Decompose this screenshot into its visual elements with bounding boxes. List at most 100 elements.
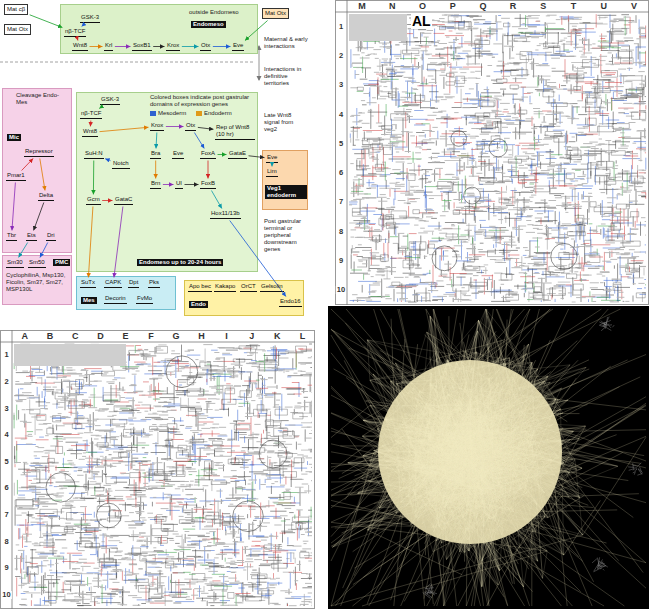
row-number: 6 bbox=[3, 484, 9, 492]
gene-symbol: Kakapo bbox=[214, 283, 236, 292]
column-letter: M bbox=[357, 1, 367, 11]
gene-name: Eve bbox=[173, 150, 183, 157]
column-letter: F bbox=[147, 331, 155, 341]
gene-symbol: Krl bbox=[104, 42, 113, 51]
row-number: 9 bbox=[3, 564, 9, 572]
annotation: Maternal & early interactions bbox=[264, 36, 310, 50]
annotation: Late Wnt8 signal from veg2 bbox=[264, 112, 308, 133]
gene-symbol: Ets bbox=[26, 232, 37, 241]
territory-region: MicRepressorPmar1DeltaTbrEtsDri bbox=[2, 88, 72, 253]
gene-symbol: Otx bbox=[200, 42, 211, 51]
gene-name: Rep of Wnt8 (10 hr) bbox=[216, 124, 254, 138]
gene-symbol: Lim bbox=[266, 168, 278, 177]
maternal-input-box: Mat cβ bbox=[4, 4, 28, 15]
gene-name: nβ-TCF bbox=[65, 28, 85, 35]
regulatory-link bbox=[163, 184, 174, 185]
row-number: 8 bbox=[338, 228, 344, 236]
gene-name: GataE bbox=[229, 150, 246, 157]
gene-symbol: FoxB bbox=[200, 180, 216, 189]
column-letter: V bbox=[630, 1, 638, 11]
gene-symbol: Apo bec bbox=[188, 283, 212, 292]
network-cluster bbox=[592, 557, 608, 572]
gene-name: Eve bbox=[233, 42, 243, 49]
column-letter: K bbox=[273, 331, 282, 341]
gene-name: Decorin bbox=[105, 295, 126, 302]
cycle-ring bbox=[46, 473, 75, 502]
regulatory-link bbox=[213, 46, 231, 47]
pathway-map bbox=[335, 0, 649, 305]
gene-symbol: Krox bbox=[166, 42, 180, 51]
gene-symbol: SuH:N bbox=[84, 150, 104, 159]
gene-name: Krox bbox=[167, 42, 179, 49]
territory-region: EndoApo becKakapoOrCTGelsolinEndo16 bbox=[184, 280, 304, 316]
territory-region: Veg1 endodermEveLim bbox=[262, 150, 308, 210]
gene-name: Tbr bbox=[7, 232, 16, 239]
gene-name: Notch bbox=[113, 160, 129, 167]
pathway-lines bbox=[349, 14, 646, 302]
gene-name: Lim bbox=[267, 168, 277, 175]
row-number: 3 bbox=[338, 81, 344, 89]
gene-name: GataC bbox=[115, 196, 132, 203]
territory-region: Endomesooutside EndomesoGSK-3nβ-TCFWnt8K… bbox=[60, 4, 258, 54]
gene-name: CAPK bbox=[105, 279, 121, 286]
pathway-lines bbox=[351, 15, 646, 302]
gene-symbol: Sm30 bbox=[6, 259, 24, 268]
gene-name: Apo bec bbox=[189, 283, 211, 290]
column-letter: A bbox=[20, 331, 29, 341]
legend-item: Endoderm bbox=[196, 110, 232, 117]
maternal-input-box: Mat Otx bbox=[4, 24, 31, 35]
regulatory-link bbox=[155, 161, 156, 179]
network-spikes bbox=[331, 309, 646, 606]
region-title: Endomeso bbox=[191, 21, 226, 28]
gene-name: Hox11/13b bbox=[211, 210, 240, 217]
gene-name: Krox bbox=[151, 122, 163, 129]
regulatory-link bbox=[102, 200, 112, 201]
gene-symbol: GataE bbox=[228, 150, 247, 159]
pathway-lines bbox=[349, 16, 646, 303]
regulatory-link bbox=[77, 39, 79, 41]
gene-symbol: GSK-3 bbox=[100, 96, 120, 105]
gene-symbol: Wnt8 bbox=[82, 128, 98, 137]
regulatory-link bbox=[153, 46, 164, 47]
regulatory-link bbox=[105, 159, 110, 161]
row-number: 8 bbox=[3, 538, 9, 546]
gene-symbol: GataC bbox=[114, 196, 133, 205]
gene-symbol: Bra bbox=[150, 150, 161, 159]
gene-symbol: FvMo bbox=[136, 295, 153, 304]
annotation: Interactions in definitive territories bbox=[264, 66, 310, 87]
regulatory-link bbox=[208, 161, 209, 179]
gene-symbol: Pmar1 bbox=[6, 172, 26, 181]
separator-line bbox=[0, 62, 255, 63]
gene-name: Otx bbox=[201, 42, 210, 49]
gene-name: GSK-3 bbox=[101, 96, 119, 103]
gene-symbol: nβ-TCF bbox=[64, 28, 86, 37]
gene-symbol: OrCT bbox=[240, 283, 257, 292]
column-letter: T bbox=[570, 1, 578, 11]
legend-text: Endoderm bbox=[204, 110, 232, 116]
gene-symbol: Dri bbox=[46, 232, 56, 241]
gene-name: Mat cβ bbox=[7, 6, 25, 13]
map-frame bbox=[336, 1, 649, 305]
row-number: 7 bbox=[3, 511, 9, 519]
gene-symbol: Sm50 bbox=[28, 259, 46, 268]
gene-name: Otx bbox=[186, 122, 195, 129]
row-number: 10 bbox=[1, 591, 11, 599]
regulatory-link bbox=[166, 126, 184, 127]
cycle-ring bbox=[464, 187, 481, 204]
regulatory-link bbox=[19, 243, 28, 258]
gene-name: Krl bbox=[105, 42, 112, 49]
column-letter: U bbox=[599, 1, 608, 11]
regulatory-link bbox=[271, 165, 272, 167]
gene-symbol: Tbr bbox=[6, 232, 17, 241]
gene-name: Sm30 bbox=[7, 259, 23, 266]
legend-item: Mesoderm bbox=[150, 110, 186, 117]
pathway-lines bbox=[14, 344, 312, 606]
column-letter: R bbox=[509, 1, 518, 11]
network-hairball bbox=[328, 306, 649, 609]
regulatory-link bbox=[88, 207, 93, 278]
regulatory-link bbox=[82, 25, 84, 27]
regulatory-link bbox=[100, 127, 149, 131]
gene-symbol: Eve bbox=[172, 150, 184, 159]
row-number: 10 bbox=[336, 286, 346, 294]
gene-name: Brn bbox=[151, 180, 160, 187]
